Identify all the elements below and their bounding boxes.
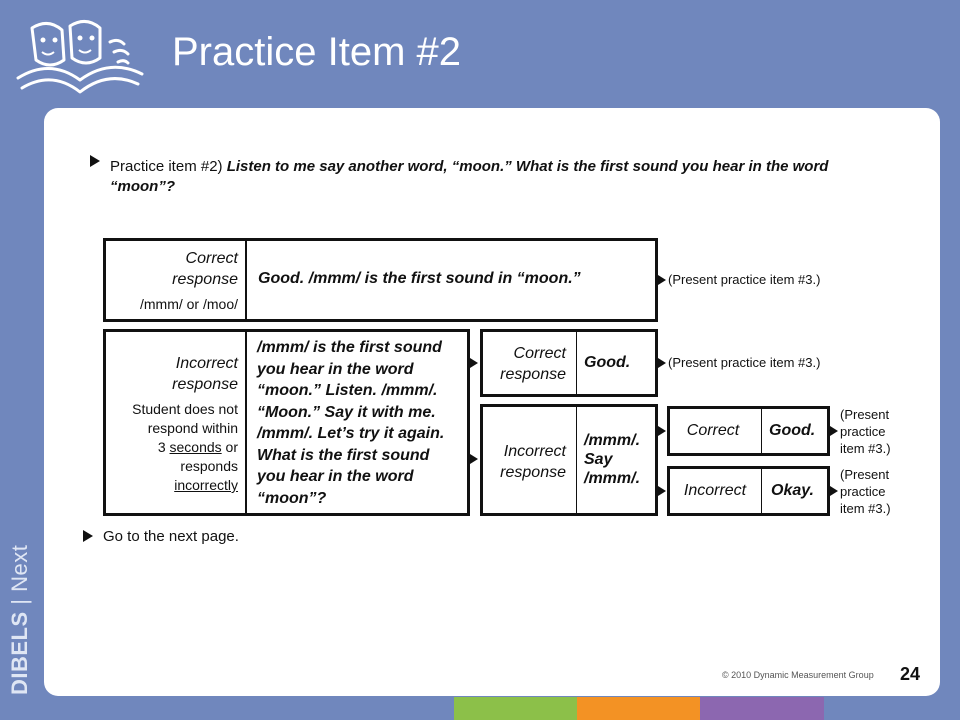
correction-line: /mmm/ is the first sound — [257, 339, 442, 356]
final-correct-next-line: practice — [840, 424, 886, 439]
incorrect-desc-line3: 3 seconds or — [108, 438, 238, 457]
correction-line: you hear in the word — [257, 468, 414, 485]
retry-correct-label: Correct response — [484, 343, 566, 385]
correct-label-line2: response — [172, 271, 238, 288]
retry-correct-box — [480, 329, 658, 397]
retry-correct-label-line1: Correct — [513, 345, 566, 362]
final-correct-divider — [761, 406, 762, 456]
retry-correct-next: (Present practice item #3.) — [668, 355, 821, 370]
correct-reply: Good. /mmm/ is the first sound in “moon.… — [258, 270, 581, 287]
final-incorrect-next-line: item #3.) — [840, 501, 891, 516]
arrow-right-icon — [83, 530, 93, 542]
strip-purple — [700, 697, 824, 720]
final-correct-next-line: item #3.) — [840, 441, 891, 456]
correct-label-line1: Correct — [185, 250, 238, 267]
brand-bold: DIBELS — [7, 611, 32, 695]
arrow-right-icon — [658, 358, 666, 368]
intro-instruction: Listen to me say another word, “moon.” W… — [110, 158, 829, 195]
correction-script: /mmm/ is the first sound you hear in the… — [257, 337, 444, 509]
correction-line: you hear in the word — [257, 360, 414, 378]
correction-line: /mmm/. Let’s try it again. — [257, 425, 445, 442]
arrow-right-icon — [470, 454, 478, 464]
intro-text: Practice item #2) Listen to me say anoth… — [110, 157, 830, 197]
intro-label: Practice item #2) — [110, 158, 223, 175]
correct-label: Correct response — [108, 248, 238, 290]
correction-line: What is the first sound — [257, 446, 430, 464]
final-incorrect-reply: Okay. — [771, 482, 814, 499]
retry-incorrect-box — [480, 404, 658, 516]
incorrect-desc-line4: responds — [180, 458, 238, 474]
correct-row-box — [103, 238, 658, 322]
desc-line3-post: or — [221, 439, 238, 455]
final-incorrect-divider — [761, 466, 762, 516]
final-incorrect-label: Incorrect — [683, 482, 747, 499]
retry-incorrect-reply-line: /mmm/. — [584, 432, 641, 449]
arrow-right-icon — [90, 155, 100, 167]
correct-example: /mmm/ or /moo/ — [139, 296, 238, 312]
final-incorrect-box — [667, 466, 830, 516]
incorrect-label: Incorrect response — [108, 353, 238, 395]
retry-correct-reply: Good. — [584, 354, 631, 371]
page-number: 24 — [900, 664, 921, 684]
copyright: © 2010 Dynamic Measurement Group — [722, 670, 874, 680]
go-next-text: Go to the next page. — [103, 528, 239, 545]
incorrect-label-line2: response — [172, 376, 238, 393]
arrow-right-icon — [658, 486, 666, 496]
dibels-logo-icon — [16, 20, 144, 94]
retry-incorrect-label-line1: Incorrect — [503, 443, 566, 460]
correction-line: “Moon.” Say it with me. — [257, 403, 436, 421]
brand-rest: Next — [7, 544, 32, 592]
retry-correct-divider — [576, 329, 577, 397]
final-correct-box — [667, 406, 830, 456]
arrow-right-icon — [830, 486, 838, 496]
brand-vertical: DIBELS | Next — [2, 520, 42, 700]
slide-title: Practice Item #2 — [172, 30, 462, 74]
retry-correct-label-line2: response — [500, 366, 566, 383]
arrow-right-icon — [658, 426, 666, 436]
correction-line: “moon.” Listen. /mmm/. — [257, 382, 438, 399]
incorrect-desc-line5: incorrectly — [174, 477, 238, 493]
final-incorrect-next: (Present practice item #3.) — [840, 466, 891, 517]
correct-next: (Present practice item #3.) — [668, 272, 821, 287]
retry-incorrect-label-line2: response — [500, 464, 566, 481]
final-incorrect-next-line: (Present — [840, 467, 890, 482]
final-correct-next-line: (Present — [840, 407, 890, 422]
retry-incorrect-reply-line: Say — [584, 451, 613, 468]
desc-line3-pre: 3 — [157, 439, 170, 455]
incorrect-desc-line2: respond within — [147, 420, 238, 436]
incorrect-label-line1: Incorrect — [175, 355, 238, 372]
arrow-right-icon — [470, 358, 478, 368]
strip-green — [454, 697, 577, 720]
retry-incorrect-reply-line: /mmm/. — [584, 470, 641, 487]
strip-orange — [577, 697, 700, 720]
final-correct-label: Correct — [686, 422, 740, 439]
correct-row-divider — [245, 238, 247, 322]
final-correct-reply: Good. — [769, 422, 816, 439]
incorrect-desc-line1: Student does not — [132, 401, 238, 417]
retry-incorrect-label: Incorrect response — [484, 441, 566, 483]
correction-line: “moon”? — [257, 489, 327, 507]
incorrect-row-box — [103, 329, 470, 516]
desc-line3-underline: seconds — [169, 439, 222, 455]
incorrect-desc: Student does not respond within 3 second… — [108, 400, 238, 495]
brand-text: DIBELS | Next — [7, 515, 37, 695]
arrow-right-icon — [830, 426, 838, 436]
final-correct-next: (Present practice item #3.) — [840, 406, 891, 457]
retry-incorrect-divider — [576, 404, 577, 516]
brand-separator: | — [7, 598, 32, 605]
arrow-right-icon — [658, 275, 666, 285]
retry-incorrect-reply: /mmm/. Say /mmm/. — [584, 431, 640, 488]
incorrect-row-divider — [245, 329, 247, 516]
final-incorrect-next-line: practice — [840, 484, 886, 499]
